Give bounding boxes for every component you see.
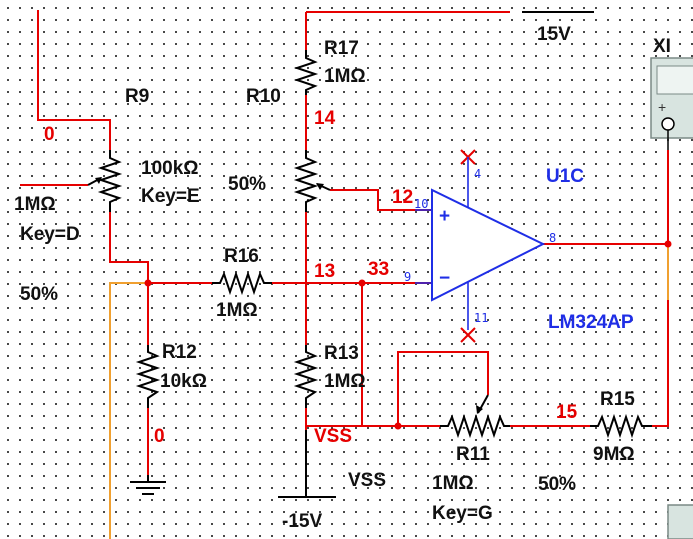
vss-label: VSS <box>348 470 386 491</box>
opamp-part: LM324AP <box>548 312 634 333</box>
r13-resistor[interactable] <box>293 345 319 408</box>
net-12: 12 <box>392 187 413 208</box>
net-13: 13 <box>314 261 335 282</box>
r11-key: Key=G <box>432 503 493 524</box>
r10-value: 100kΩ <box>141 158 199 179</box>
r13-name: R13 <box>324 343 359 364</box>
no-connect-pin11-icon <box>460 327 476 343</box>
r11-setting: 50% <box>538 474 576 495</box>
r17-value: 1MΩ <box>324 66 366 87</box>
r13-value: 1MΩ <box>324 371 366 392</box>
r12-resistor[interactable] <box>135 345 161 408</box>
r17-name: R17 <box>324 38 359 59</box>
r9-value: 1MΩ <box>14 194 56 215</box>
r16-value: 1MΩ <box>216 300 258 321</box>
net-14: 14 <box>314 108 336 129</box>
net-15: 15 <box>556 402 578 423</box>
opamp-name: U1C <box>546 166 584 187</box>
r17-resistor[interactable] <box>293 50 319 95</box>
r15-value: 9MΩ <box>593 444 635 465</box>
r15-resistor[interactable] <box>590 413 652 439</box>
r12-name: R12 <box>162 342 197 363</box>
r16-resistor[interactable] <box>212 270 272 296</box>
inverting-sign: − <box>439 268 450 289</box>
r10-setting: 50% <box>228 174 266 195</box>
net-0-bottom: 0 <box>154 426 165 447</box>
r11-name: R11 <box>456 444 490 465</box>
r10-potentiometer[interactable] <box>293 150 331 212</box>
r11-value: 1MΩ <box>432 473 474 494</box>
net-0-top: 0 <box>44 124 55 145</box>
r9-setting: 50% <box>20 284 58 305</box>
r9-key: Key=D <box>20 224 80 245</box>
r16-name: R16 <box>224 246 259 267</box>
wires <box>20 10 669 539</box>
pin-10: 10 <box>414 197 428 211</box>
instrument-label: XI <box>653 36 671 57</box>
vee-label: -15V <box>282 511 322 532</box>
opamp-u1c[interactable] <box>415 170 546 330</box>
net-vss: VSS <box>314 426 352 447</box>
junctions <box>144 240 672 430</box>
ground-icon <box>130 475 166 495</box>
pin-11: 11 <box>474 311 488 325</box>
vcc-label: 15V <box>537 24 571 45</box>
r15-name: R15 <box>600 389 635 410</box>
instrument-icon[interactable] <box>650 57 693 539</box>
r10-name: R10 <box>246 86 281 107</box>
r9-potentiometer[interactable] <box>87 150 123 212</box>
instrument-plus: + <box>658 99 666 115</box>
net-33: 33 <box>368 259 389 280</box>
r10-key: Key=E <box>141 186 200 207</box>
r9-name: R9 <box>125 86 149 107</box>
pin-4: 4 <box>474 167 481 181</box>
r12-value: 10kΩ <box>160 371 207 392</box>
noninverting-sign: + <box>439 206 450 227</box>
no-connect-pin4-icon <box>460 149 476 170</box>
pin-9: 9 <box>404 270 411 284</box>
r11-potentiometer[interactable] <box>440 394 510 439</box>
pin-8: 8 <box>549 231 556 245</box>
